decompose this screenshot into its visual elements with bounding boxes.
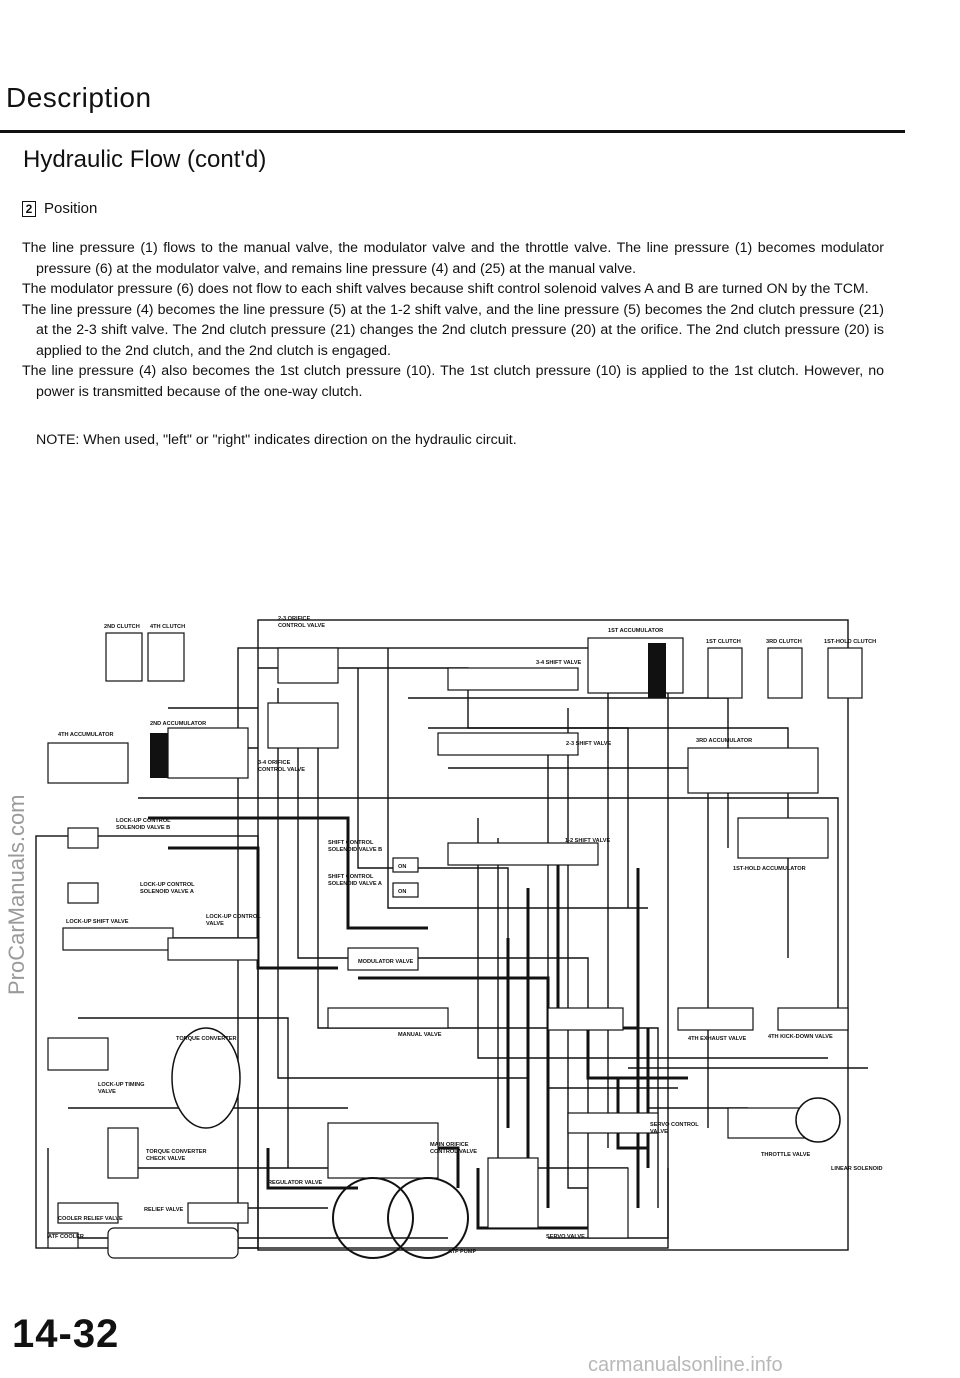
label-on-b: ON	[398, 864, 406, 870]
label-servo-valve: SERVO VALVE	[546, 1234, 585, 1240]
label-torque-converter: TORQUE CONVERTER	[176, 1036, 237, 1042]
label-4th-clutch: 4TH CLUTCH	[150, 624, 185, 630]
label-main-orifice: MAIN ORIFICE	[430, 1142, 469, 1148]
label-manual-valve: MANUAL VALVE	[398, 1032, 442, 1038]
label-lockup-sol-a: LOCK-UP CONTROL	[140, 882, 195, 888]
label-linear-solenoid: LINEAR SOLENOID	[831, 1166, 883, 1172]
side-watermark: ProCarManuals.com	[4, 794, 29, 995]
label-main-orifice-b: CONTROL VALVE	[430, 1149, 477, 1155]
label-scs-b2: SOLENOID VALVE B	[328, 847, 382, 853]
label-1st-hold-clutch: 1ST-HOLD CLUTCH	[824, 639, 876, 645]
label-lockup-timing: LOCK-UP TIMING	[98, 1082, 145, 1088]
label-cooler-relief-valve: COOLER RELIEF VALVE	[58, 1216, 123, 1222]
label-3-4-orifice: 3-4 ORIFICE	[258, 760, 291, 766]
label-3-4-shift-valve: 3-4 SHIFT VALVE	[536, 660, 581, 666]
label-servo-control-b: VALVE	[650, 1129, 668, 1135]
label-modulator-valve: MODULATOR VALVE	[358, 959, 413, 965]
hydraulic-circuit-diagram: 2ND CLUTCH 4TH CLUTCH 2-3 ORIFICE CONTRO…	[35, 616, 883, 1259]
label-atf-cooler: ATF COOLER	[48, 1234, 84, 1240]
label-atf-pump: ATF PUMP	[448, 1249, 476, 1255]
label-scs-a2: SOLENOID VALVE A	[328, 881, 382, 887]
label-tc-check-valve: TORQUE CONVERTER	[146, 1149, 207, 1155]
label-3-4-orifice-b: CONTROL VALVE	[258, 767, 305, 773]
label-1st-hold-accumulator: 1ST-HOLD ACCUMULATOR	[733, 866, 806, 872]
label-lockup-sol-b: LOCK-UP CONTROL	[116, 818, 171, 824]
paragraph-1: The line pressure (1) flows to the manua…	[22, 240, 884, 277]
paragraph-2: The modulator pressure (6) does not flow…	[22, 281, 869, 297]
paragraph-4: The line pressure (4) also becomes the 1…	[22, 363, 884, 400]
label-3rd-clutch: 3RD CLUTCH	[766, 639, 802, 645]
label-2nd-accumulator: 2ND ACCUMULATOR	[150, 721, 206, 727]
label-lockup-control-valve: LOCK-UP CONTROL	[206, 914, 261, 920]
label-throttle-valve: THROTTLE VALVE	[761, 1152, 810, 1158]
label-regulator-valve: REGULATOR VALVE	[268, 1180, 323, 1186]
page-number: 14-32	[12, 1312, 120, 1356]
label-4th-kickdown-valve: 4TH KICK-DOWN VALVE	[768, 1034, 833, 1040]
label-scs-b: SHIFT CONTROL	[328, 840, 374, 846]
label-lockup-control-valve-b: VALVE	[206, 921, 224, 927]
page-heading: Description	[6, 82, 152, 113]
position-label: Position	[44, 200, 98, 217]
footer-watermark: carmanualsonline.info	[588, 1354, 783, 1376]
position-badge: 2	[22, 200, 36, 217]
label-1st-accumulator: 1ST ACCUMULATOR	[608, 628, 663, 634]
label-2nd-clutch: 2ND CLUTCH	[104, 624, 140, 630]
label-2-3-shift-valve: 2-3 SHIFT VALVE	[566, 741, 611, 747]
label-lockup-shift-valve: LOCK-UP SHIFT VALVE	[66, 919, 129, 925]
label-1-2-shift-valve: 1-2 SHIFT VALVE	[565, 838, 610, 844]
note-text: NOTE: When used, "left" or "right" indic…	[36, 432, 517, 448]
label-4th-exhaust-valve: 4TH EXHAUST VALVE	[688, 1036, 746, 1042]
label-on-a: ON	[398, 889, 406, 895]
label-scs-a: SHIFT CONTROL	[328, 874, 374, 880]
section-subheading: Hydraulic Flow (cont'd)	[23, 146, 267, 173]
label-lockup-sol-b2: SOLENOID VALVE B	[116, 825, 170, 831]
label-lockup-sol-a2: SOLENOID VALVE A	[140, 889, 194, 895]
label-lockup-timing-b: VALVE	[98, 1089, 116, 1095]
label-tc-check-valve-b: CHECK VALVE	[146, 1156, 186, 1162]
label-2-3-orifice-b: CONTROL VALVE	[278, 623, 325, 629]
paragraph-3: The line pressure (4) becomes the line p…	[22, 301, 884, 359]
label-4th-accumulator: 4TH ACCUMULATOR	[58, 732, 114, 738]
label-1st-clutch: 1ST CLUTCH	[706, 639, 741, 645]
label-2-3-orifice: 2-3 ORIFICE	[278, 616, 311, 622]
description-body: The line pressure (1) flows to the manua…	[22, 238, 884, 402]
position-row: 2 Position	[22, 200, 97, 217]
label-relief-valve: RELIEF VALVE	[144, 1207, 184, 1213]
label-servo-control: SERVO CONTROL	[650, 1122, 699, 1128]
heading-rule	[0, 130, 905, 133]
label-3rd-accumulator: 3RD ACCUMULATOR	[696, 738, 752, 744]
